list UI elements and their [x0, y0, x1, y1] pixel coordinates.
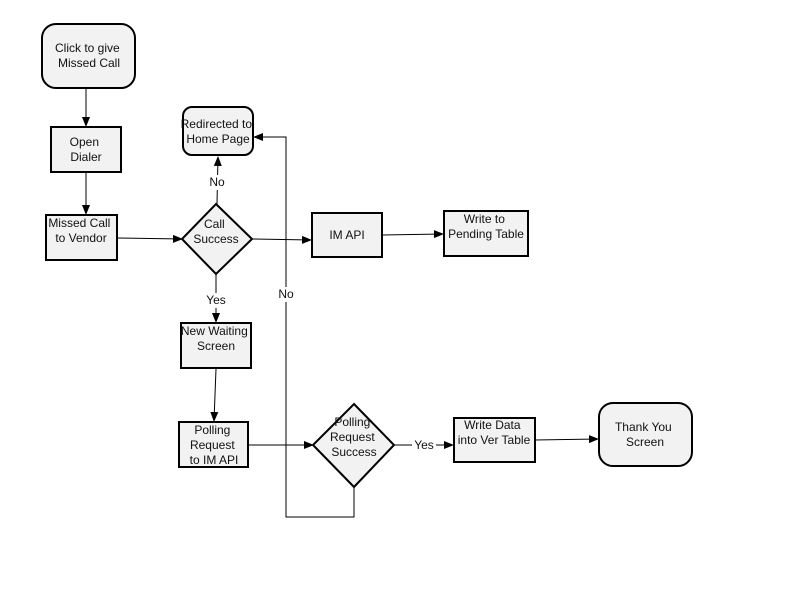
open-dialer-line-2: Dialer	[70, 150, 101, 164]
thank-you-line-2: Screen	[626, 435, 664, 449]
polling-request-im-line-2: Request	[190, 438, 235, 452]
svg-text:Call Success: Call Success	[193, 217, 238, 246]
thank-you-line-1: Thank You	[615, 420, 672, 434]
svg-text:Open Dialer: Open Dialer	[70, 135, 103, 164]
new-waiting-node: New Waiting Screen	[180, 322, 252, 369]
call-success-line-2: Success	[193, 232, 238, 246]
write-ver-line-2: into Ver Table	[458, 433, 531, 447]
svg-text:Polling Request to: Polling Request to IM API	[190, 423, 239, 467]
call-success-line-1: Call	[204, 217, 225, 231]
start-node: Click to give Missed Call	[41, 23, 136, 89]
edge-missed-call-to-call-success	[116, 234, 183, 243]
edge-new-waiting-to-polling-request	[210, 368, 219, 422]
polling-request-im-line-1: Polling	[194, 423, 230, 437]
svg-text:Click to give Missed Cal: Click to give Missed Call	[55, 41, 123, 70]
edge-label-polling-no: No	[278, 287, 294, 301]
write-pending-line-1: Write to	[464, 212, 505, 226]
svg-text:New Waiting Screen: New Waiting Screen	[181, 324, 251, 353]
edge-call-success-to-im-api	[251, 235, 312, 244]
edge-label-polling-yes: Yes	[414, 438, 434, 452]
svg-text:IM API: IM API	[329, 228, 364, 242]
polling-success-decision: Polling Request Success	[311, 402, 396, 489]
redirected-home-line-2: Home Page	[186, 132, 250, 146]
redirected-home-line-1: Redirected to	[181, 117, 253, 131]
new-waiting-line-2: Screen	[197, 339, 235, 353]
svg-text:Write to Pending Table: Write to Pending Table	[448, 212, 524, 241]
svg-text:Thank You Screen: Thank You Screen	[615, 420, 675, 449]
im-api-line-1: IM API	[329, 228, 364, 242]
open-dialer-line-1: Open	[70, 135, 99, 149]
edge-polling-success-no-to-redirected	[253, 133, 355, 518]
im-api-node: IM API	[311, 212, 383, 258]
polling-success-line-2: Request	[330, 430, 375, 444]
svg-text:Missed Call to Vendor: Missed Call to Vendor	[48, 216, 113, 245]
new-waiting-line-1: New Waiting	[181, 324, 248, 338]
edge-im-api-to-write-pending	[381, 230, 444, 239]
call-success-decision: Call Success	[180, 202, 254, 276]
write-pending-line-2: Pending Table	[448, 227, 524, 241]
redirected-home-node: Redirected to Home Page	[181, 106, 256, 156]
thank-you-node: Thank You Screen	[598, 402, 693, 467]
write-pending-node: Write to Pending Table	[443, 210, 529, 257]
missed-call-vendor-node: Missed Call to Vendor	[45, 214, 118, 261]
edge-write-ver-to-thank-you	[534, 435, 599, 444]
missed-call-vendor-line-1: Missed Call	[48, 216, 110, 230]
polling-request-im-node: Polling Request to IM API	[178, 421, 249, 468]
polling-success-line-1: Polling	[334, 415, 370, 429]
svg-text:Polling Request Su: Polling Request Success	[330, 415, 378, 459]
write-ver-node: Write Data into Ver Table	[453, 417, 536, 463]
open-dialer-node: Open Dialer	[50, 126, 122, 173]
svg-text:Redirected to Home Page: Redirected to Home Page	[181, 117, 256, 146]
write-ver-line-1: Write Data	[464, 418, 521, 432]
missed-call-vendor-line-2: to Vendor	[55, 231, 106, 245]
start-node-line-2: Missed Call	[58, 56, 120, 70]
edge-label-call-yes: Yes	[206, 293, 226, 307]
polling-request-im-line-3: to IM API	[190, 453, 239, 467]
svg-text:Write Data into Ver Tabl: Write Data into Ver Table	[458, 418, 531, 447]
edge-label-call-no: No	[209, 175, 225, 189]
start-node-line-1: Click to give	[55, 41, 120, 55]
polling-success-line-3: Success	[331, 445, 376, 459]
